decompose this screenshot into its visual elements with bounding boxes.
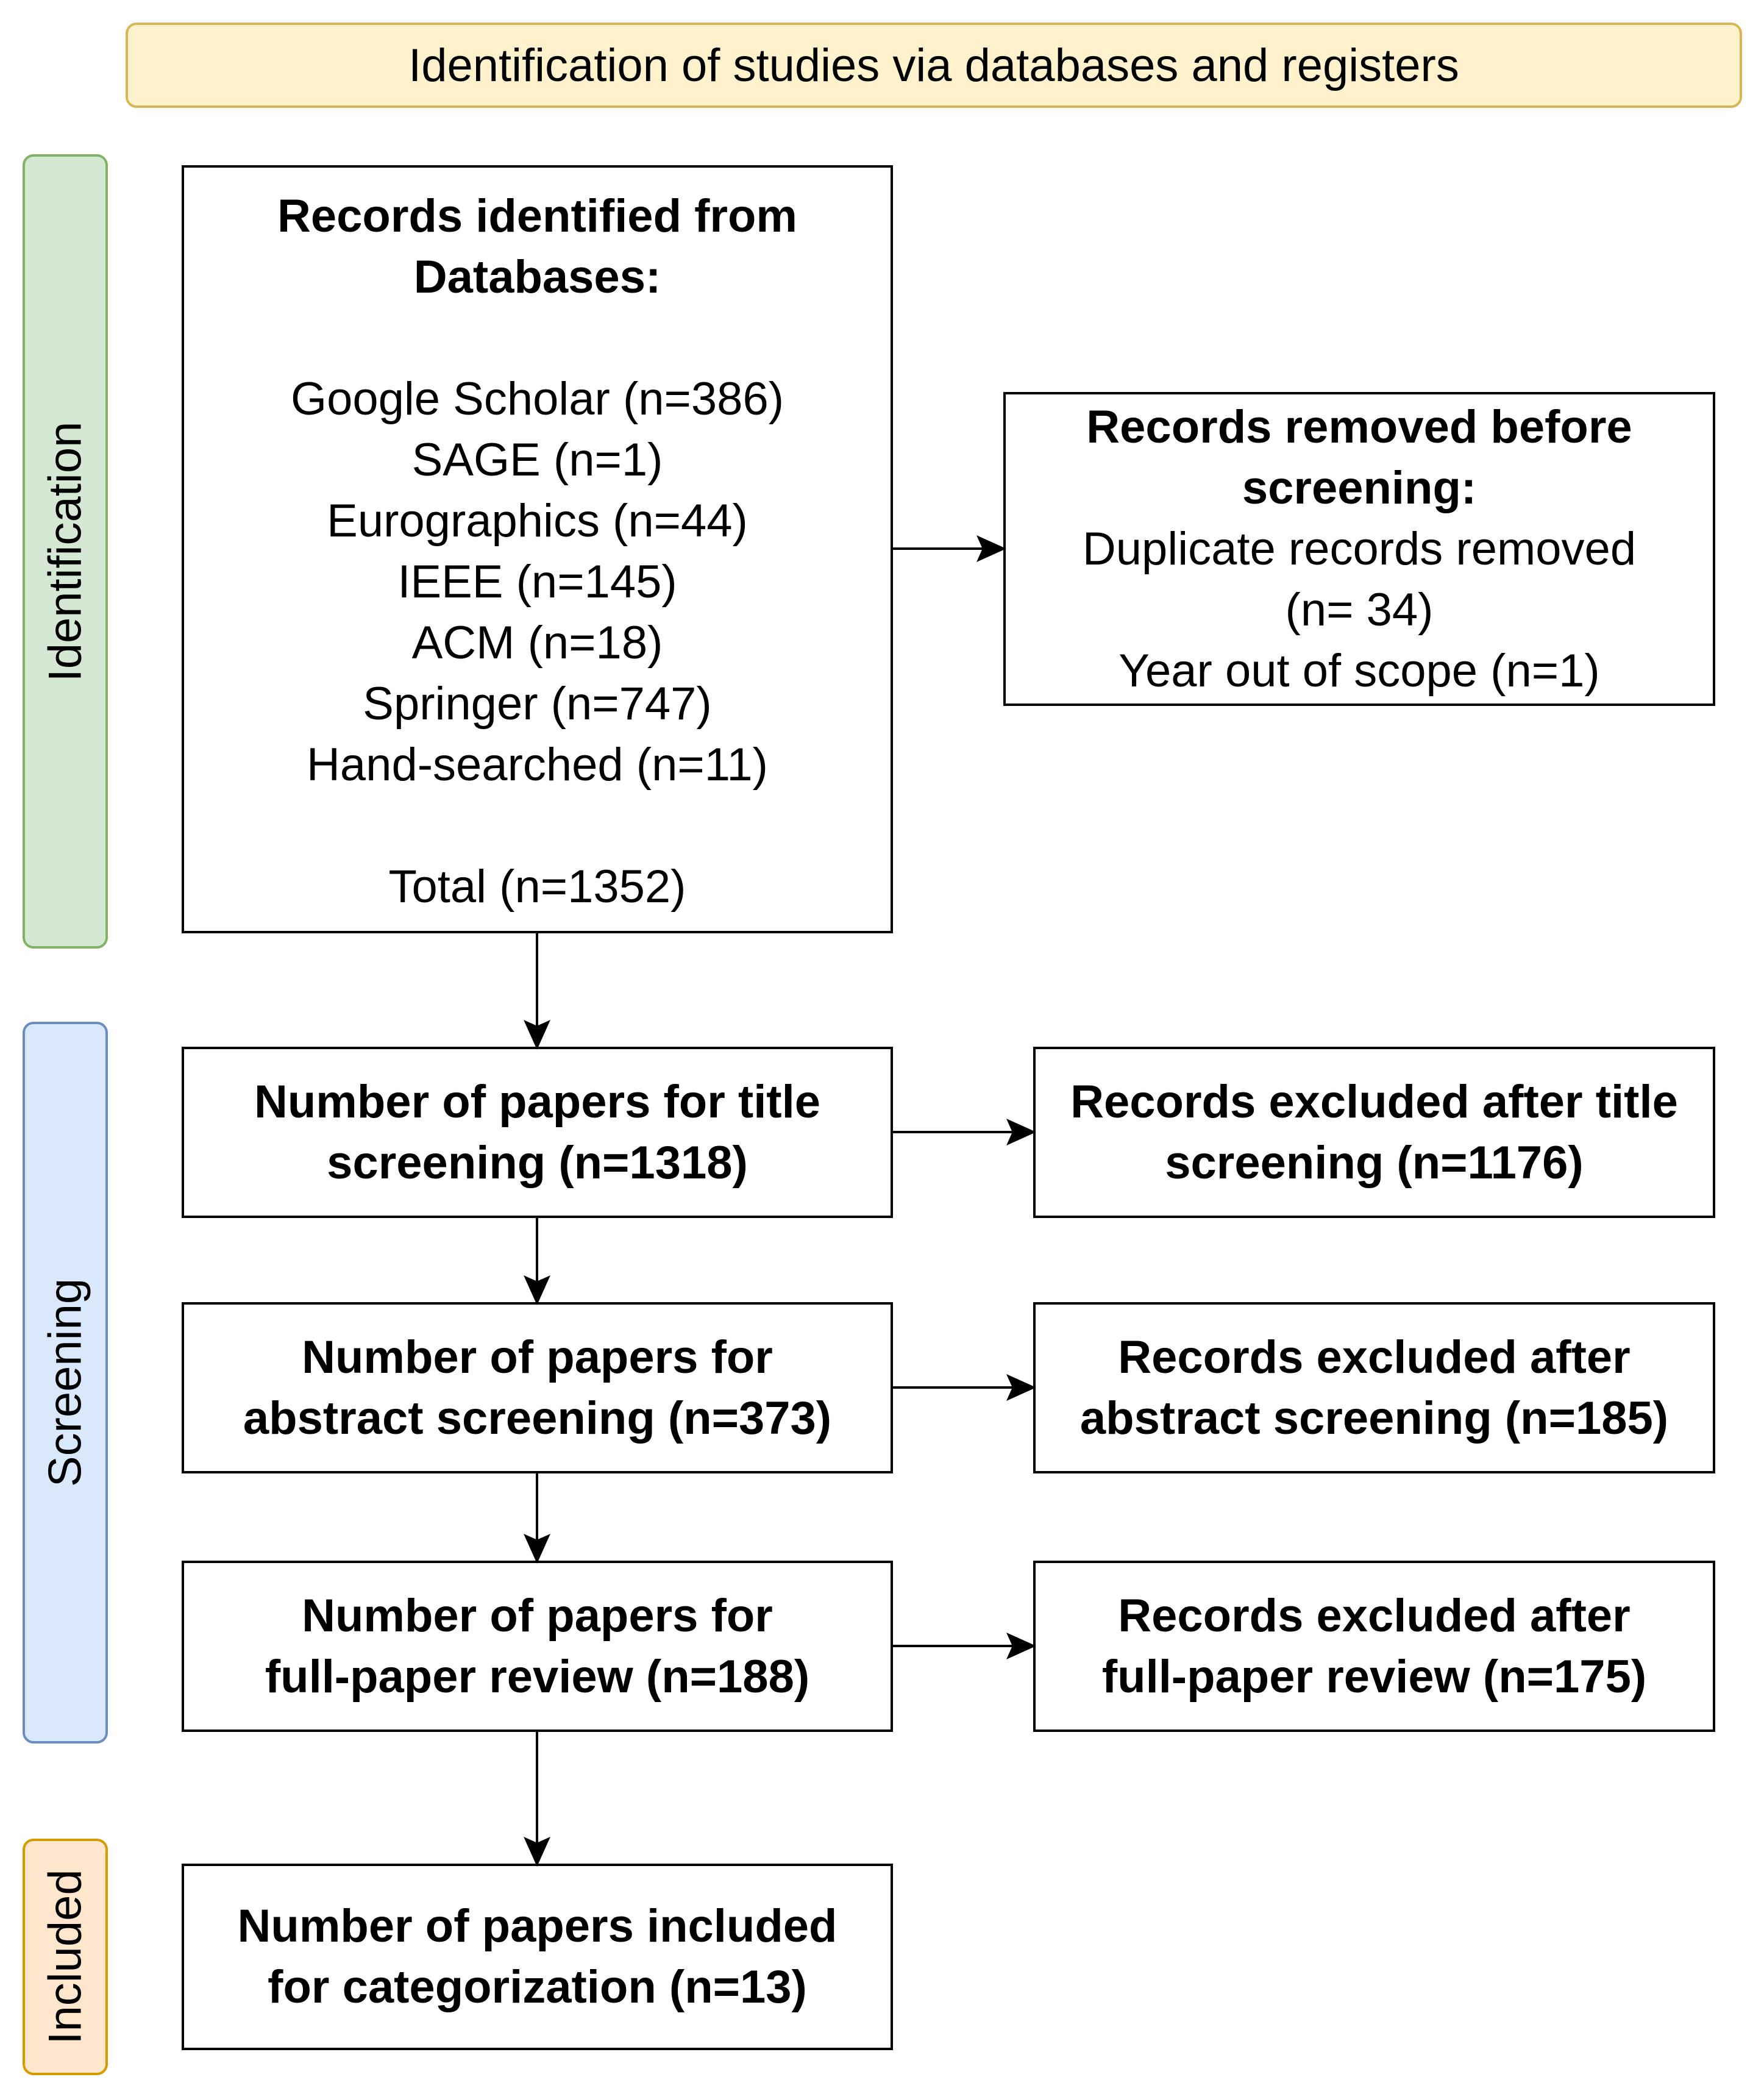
source-acm: ACM (n=18) xyxy=(411,617,663,669)
duplicates-count: (n= 34) xyxy=(1285,583,1434,636)
title-excluded-line-1: Records excluded after title xyxy=(1070,1075,1678,1128)
abstract-screening-box: Number of papers for abstract screening … xyxy=(182,1302,893,1473)
abstract-screening-line-1: Number of papers for xyxy=(302,1331,773,1383)
arrowhead-to-abstract-excluded xyxy=(1006,1374,1036,1401)
records-identified-box: Records identified from Databases: Googl… xyxy=(182,165,893,933)
title-excluded-line-2: screening (n=1176) xyxy=(1165,1136,1584,1189)
abstract-screening-line-2: abstract screening (n=373) xyxy=(243,1392,832,1444)
duplicates-removed: Duplicate records removed xyxy=(1082,522,1637,575)
abstract-excluded-line-2: abstract screening (n=185) xyxy=(1079,1392,1669,1444)
records-removed-title-2: screening: xyxy=(1242,461,1477,514)
arrowhead-to-removed xyxy=(976,535,1006,562)
fullpaper-excluded-line-1: Records excluded after xyxy=(1118,1589,1631,1642)
fullpaper-review-line-1: Number of papers for xyxy=(302,1589,773,1642)
fullpaper-excluded-box: Records excluded after full-paper review… xyxy=(1033,1561,1715,1732)
arrowhead-to-fullpaper-excluded xyxy=(1006,1633,1036,1659)
arrowhead-to-included xyxy=(524,1837,550,1867)
fullpaper-review-box: Number of papers for full-paper review (… xyxy=(182,1561,893,1732)
header-bar: Identification of studies via databases … xyxy=(126,23,1742,108)
fullpaper-excluded-line-2: full-paper review (n=175) xyxy=(1101,1650,1647,1703)
phase-identification: Identification xyxy=(23,154,108,949)
phase-included-label: Included xyxy=(39,1869,91,2045)
phase-identification-label: Identification xyxy=(39,421,91,682)
arrowhead-to-title-screening xyxy=(524,1020,550,1050)
fullpaper-review-line-2: full-paper review (n=188) xyxy=(265,1650,810,1703)
phase-included: Included xyxy=(23,1839,108,2075)
arrowhead-to-title-excluded xyxy=(1006,1119,1036,1145)
phase-screening-label: Screening xyxy=(39,1278,91,1487)
source-google-scholar: Google Scholar (n=386) xyxy=(290,373,784,425)
year-out-of-scope: Year out of scope (n=1) xyxy=(1119,644,1600,697)
title-screening-line-1: Number of papers for title xyxy=(254,1075,820,1128)
arrowhead-to-abstract-screening xyxy=(524,1275,550,1305)
records-removed-title-1: Records removed before xyxy=(1086,401,1632,453)
included-line-1: Number of papers included xyxy=(237,1900,838,1952)
records-total: Total (n=1352) xyxy=(388,861,686,913)
abstract-excluded-line-1: Records excluded after xyxy=(1118,1331,1631,1383)
phase-screening: Screening xyxy=(23,1022,108,1744)
records-removed-box: Records removed before screening: Duplic… xyxy=(1003,392,1715,706)
source-hand-searched: Hand-searched (n=11) xyxy=(307,739,768,791)
records-identified-title-1: Records identified from xyxy=(277,190,797,242)
source-springer: Springer (n=747) xyxy=(363,678,712,730)
arrowhead-to-fullpaper-review xyxy=(524,1534,550,1564)
source-eurographics: Eurographics (n=44) xyxy=(327,495,748,547)
included-line-2: for categorization (n=13) xyxy=(268,1961,807,2013)
records-identified-title-2: Databases: xyxy=(413,251,661,303)
source-ieee: IEEE (n=145) xyxy=(397,556,677,608)
title-screening-line-2: screening (n=1318) xyxy=(327,1136,748,1189)
included-box: Number of papers included for categoriza… xyxy=(182,1864,893,2050)
header-title: Identification of studies via databases … xyxy=(408,39,1459,91)
title-screening-box: Number of papers for title screening (n=… xyxy=(182,1047,893,1218)
source-sage: SAGE (n=1) xyxy=(411,434,663,486)
title-excluded-box: Records excluded after title screening (… xyxy=(1033,1047,1715,1218)
abstract-excluded-box: Records excluded after abstract screenin… xyxy=(1033,1302,1715,1473)
